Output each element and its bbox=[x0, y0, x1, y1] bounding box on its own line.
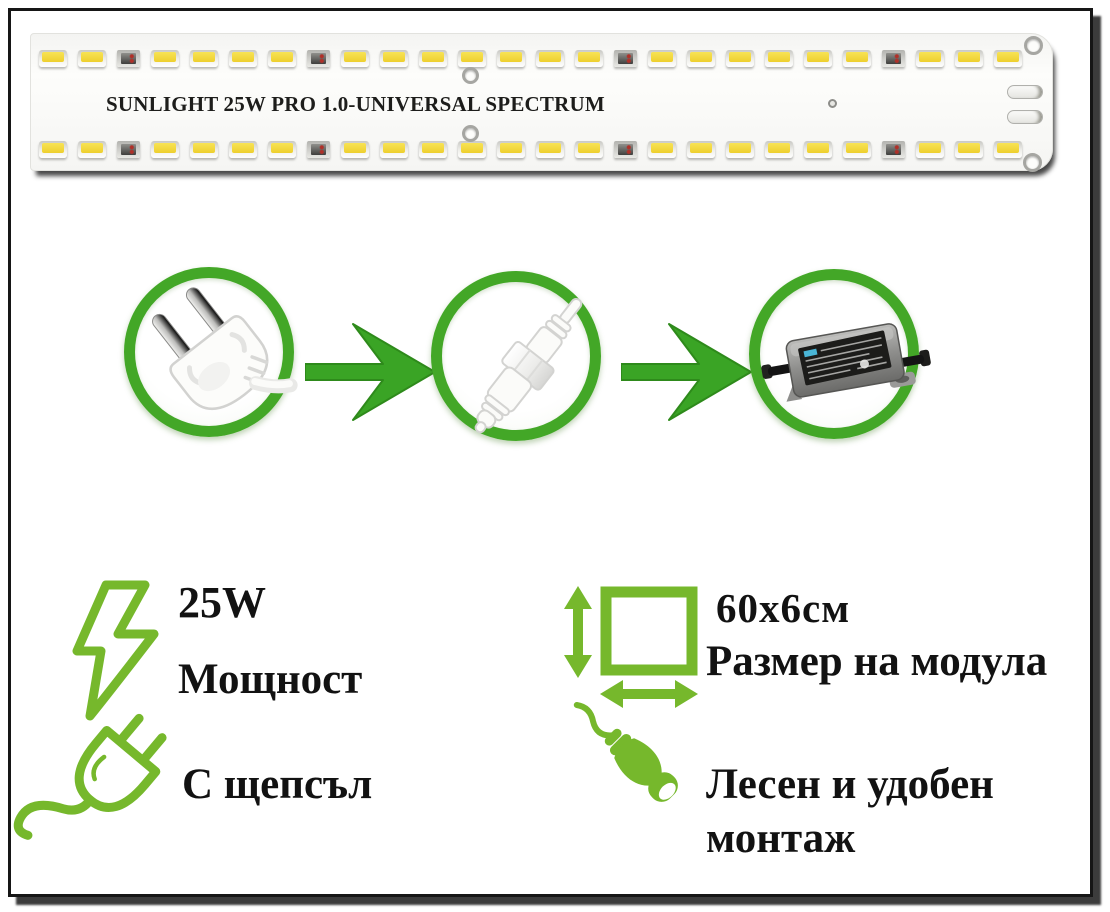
white-led bbox=[419, 49, 447, 67]
white-led bbox=[268, 140, 296, 158]
mounting-hole bbox=[462, 67, 479, 84]
white-led bbox=[804, 49, 832, 67]
plug-label: С щепсъл bbox=[182, 761, 373, 808]
white-led bbox=[39, 140, 67, 158]
white-led bbox=[843, 49, 871, 67]
flow-step-driver bbox=[749, 269, 931, 439]
white-led bbox=[687, 140, 715, 158]
flow-step-connector bbox=[431, 271, 601, 441]
driver-cable-in bbox=[767, 363, 794, 376]
white-led bbox=[648, 140, 676, 158]
driver-cable-out bbox=[898, 354, 925, 367]
white-led bbox=[916, 49, 944, 67]
lightning-bolt-icon bbox=[72, 580, 159, 721]
white-led bbox=[380, 49, 408, 67]
cable-connector-photo bbox=[474, 297, 583, 434]
flow-arrow bbox=[305, 323, 436, 421]
test-point bbox=[828, 99, 837, 108]
eu-plug-photo bbox=[152, 287, 298, 410]
white-led bbox=[190, 140, 218, 158]
white-led bbox=[994, 140, 1022, 158]
flow-step-plug bbox=[124, 267, 298, 437]
white-led bbox=[765, 49, 793, 67]
size-value: 60x6см bbox=[716, 585, 851, 631]
white-led bbox=[994, 49, 1022, 67]
connector-pad bbox=[1007, 110, 1043, 124]
white-led bbox=[458, 49, 486, 67]
size-label: Размер на модула bbox=[706, 638, 1048, 685]
red-led bbox=[307, 49, 330, 67]
white-led bbox=[497, 49, 525, 67]
mounting-label: Лесен и удобен монтаж bbox=[706, 761, 994, 862]
red-led bbox=[614, 49, 637, 67]
white-led bbox=[536, 140, 564, 158]
driver-label bbox=[798, 330, 892, 386]
white-led bbox=[380, 140, 408, 158]
mounting-hole bbox=[1023, 153, 1042, 172]
led-row-top bbox=[39, 49, 1022, 67]
white-led bbox=[955, 49, 983, 67]
white-led bbox=[765, 140, 793, 158]
white-led bbox=[341, 140, 369, 158]
red-led bbox=[117, 140, 140, 158]
white-led bbox=[78, 140, 106, 158]
mounting-hole bbox=[462, 125, 479, 142]
red-led bbox=[882, 49, 905, 67]
white-led bbox=[804, 140, 832, 158]
led-driver-photo bbox=[761, 323, 931, 402]
flow-arrow bbox=[621, 323, 752, 421]
white-led bbox=[916, 140, 944, 158]
red-led bbox=[307, 140, 330, 158]
white-led bbox=[726, 140, 754, 158]
mounting-hole bbox=[1024, 36, 1043, 55]
white-led bbox=[648, 49, 676, 67]
white-led bbox=[39, 49, 67, 67]
red-led bbox=[882, 140, 905, 158]
red-led bbox=[614, 140, 637, 158]
power-plug-icon bbox=[13, 713, 167, 840]
cable-connector-icon bbox=[573, 702, 678, 802]
white-led bbox=[726, 49, 754, 67]
white-led bbox=[341, 49, 369, 67]
white-led bbox=[458, 140, 486, 158]
white-led bbox=[536, 49, 564, 67]
white-led bbox=[78, 49, 106, 67]
red-led bbox=[117, 49, 140, 67]
white-led bbox=[575, 49, 603, 67]
white-led bbox=[268, 49, 296, 67]
white-led bbox=[843, 140, 871, 158]
power-value: 25W bbox=[178, 578, 266, 627]
power-label: Мощност bbox=[178, 656, 363, 703]
white-led bbox=[497, 140, 525, 158]
white-led bbox=[229, 140, 257, 158]
board-title: SUNLIGHT 25W PRO 1.0-UNIVERSAL SPECTRUM bbox=[106, 92, 605, 116]
white-led bbox=[151, 140, 179, 158]
white-led bbox=[419, 140, 447, 158]
white-led bbox=[575, 140, 603, 158]
white-led bbox=[687, 49, 715, 67]
led-module-board: SUNLIGHT 25W PRO 1.0-UNIVERSAL SPECTRUM bbox=[30, 33, 1053, 172]
white-led bbox=[151, 49, 179, 67]
white-led bbox=[190, 49, 218, 67]
connector-pad bbox=[1007, 85, 1043, 99]
white-led bbox=[955, 140, 983, 158]
module-size-icon bbox=[564, 586, 698, 708]
white-led bbox=[229, 49, 257, 67]
led-row-bottom bbox=[39, 140, 1022, 158]
